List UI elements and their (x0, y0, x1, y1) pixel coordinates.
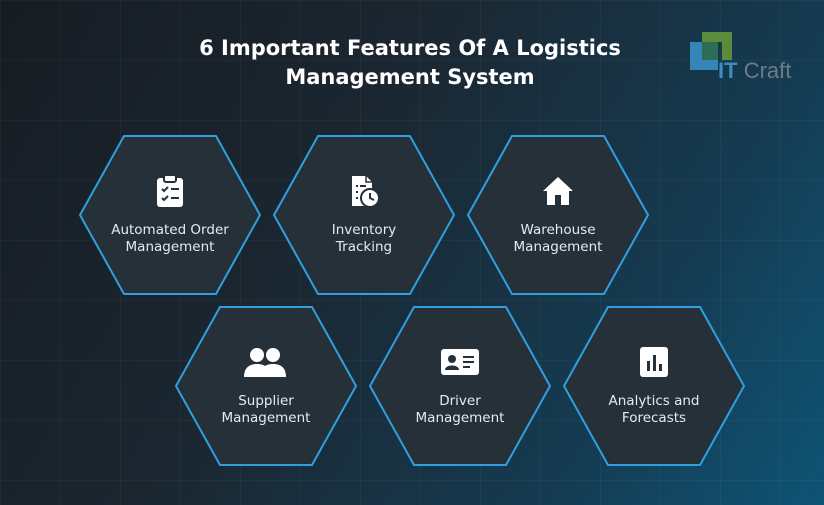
feature-label: Inventory Tracking (331, 222, 397, 255)
feature-inventory-tracking: Inventory Tracking (272, 134, 456, 296)
title-line-1: 6 Important Features Of A Logistics (199, 36, 621, 60)
id-card-icon (441, 349, 479, 375)
title-line-2: Management System (285, 65, 535, 89)
logo-text: IT Craft (718, 58, 791, 84)
document-clock-icon (352, 176, 380, 208)
feature-label: Supplier Management (221, 393, 311, 426)
feature-label: Automated Order Management (111, 222, 229, 255)
feature-label: Warehouse Management (513, 222, 603, 255)
hexagon-frame (368, 306, 552, 466)
hexagon-frame (78, 135, 262, 295)
feature-driver-management: Driver Management (368, 305, 552, 467)
hexagon-frame (562, 306, 746, 466)
feature-label: Analytics and Forecasts (608, 393, 700, 426)
logo-it: IT (718, 58, 738, 83)
logo-craft: Craft (743, 58, 792, 83)
page-title: 6 Important Features Of A Logistics Mana… (150, 34, 670, 92)
feature-label: Driver Management (415, 393, 505, 426)
bar-chart-icon (640, 347, 668, 377)
house-icon (543, 177, 573, 205)
hexagon-frame (272, 135, 456, 295)
feature-analytics-and-forecasts: Analytics and Forecasts (562, 305, 746, 467)
hexagon-frame (466, 135, 650, 295)
clipboard-checklist-icon (157, 174, 183, 207)
people-group-icon (244, 348, 286, 377)
itcraft-logo: IT Craft (688, 30, 800, 84)
feature-automated-order-management: Automated Order Management (78, 134, 262, 296)
hexagon-frame (174, 306, 358, 466)
logo-mark-icon (690, 32, 732, 70)
feature-supplier-management: Supplier Management (174, 305, 358, 467)
feature-warehouse-management: Warehouse Management (466, 134, 650, 296)
